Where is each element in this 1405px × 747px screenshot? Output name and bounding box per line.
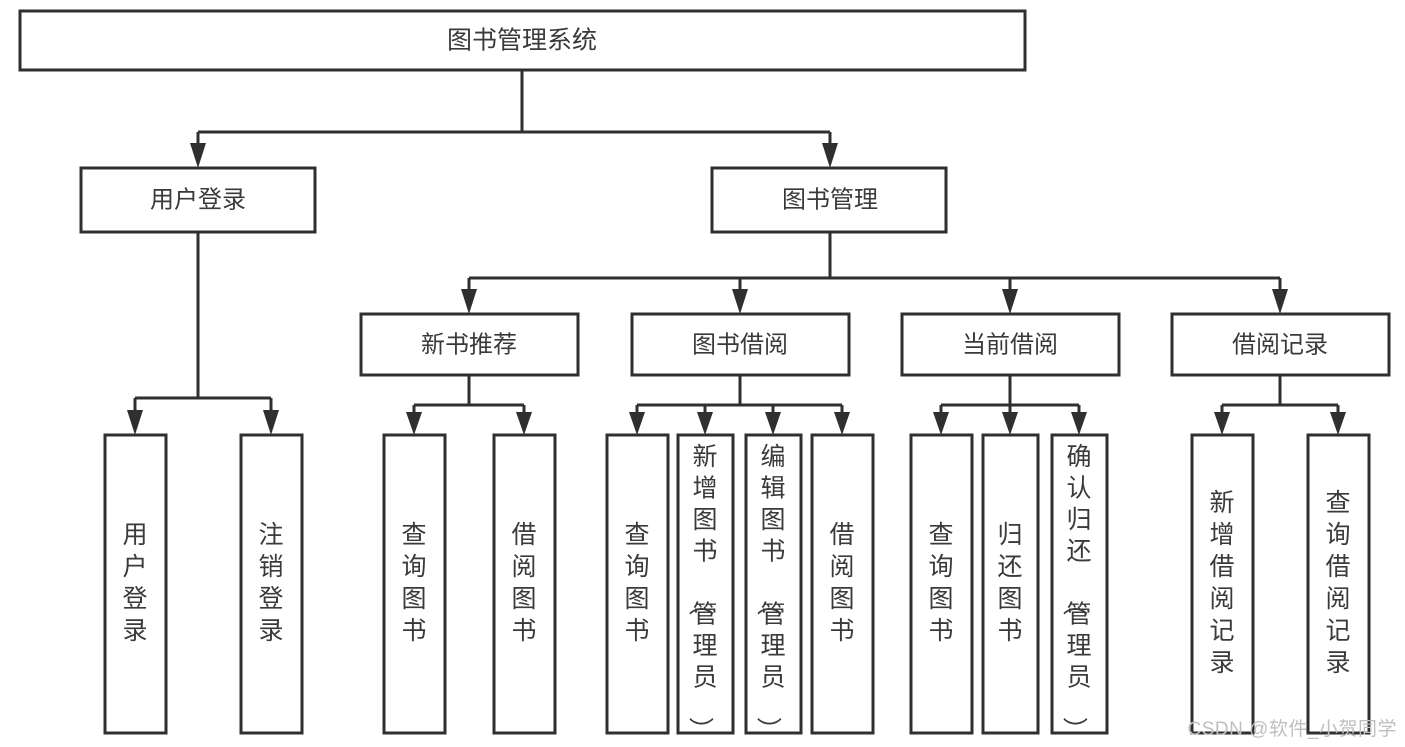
node-new-book-recommend[interactable]: 新书推荐 xyxy=(359,312,580,377)
arrowhead-new-book-recommend xyxy=(461,289,477,314)
arrowhead-bb-query-book xyxy=(629,412,645,435)
node-new-book-recommend-label: 新书推荐 xyxy=(421,331,517,358)
arrowhead-br-query-record xyxy=(1330,412,1346,435)
leaf-user-login-login[interactable]: 用户登录 xyxy=(103,433,168,735)
node-new-book-recommend-box xyxy=(359,312,580,377)
leaf-user-login-logout-label: 注销登录 xyxy=(258,521,283,645)
leaf-current-borrow-confirm-box xyxy=(1050,433,1109,735)
arrowhead-cb-query-book xyxy=(933,412,949,435)
node-borrow-record-label: 借阅记录 xyxy=(1232,331,1328,358)
arrowhead-br-add-record xyxy=(1214,412,1230,435)
leaf-book-borrow-borrow-label: 借阅图书 xyxy=(829,521,854,645)
connectors-current-borrow-to-leaves xyxy=(933,375,1087,435)
leaf-book-borrow-add-box xyxy=(676,433,735,735)
arrowhead-borrow-record xyxy=(1272,289,1288,314)
node-borrow-record-box xyxy=(1170,312,1391,377)
connectors-new-book-to-leaves xyxy=(406,375,532,435)
node-book-management-box xyxy=(710,166,948,234)
leaf-current-borrow-confirm[interactable]: 确认归还（管理员） xyxy=(1050,433,1109,742)
leaf-current-borrow-query[interactable]: 查询图书 xyxy=(909,433,974,735)
node-current-borrow-label: 当前借阅 xyxy=(962,331,1058,358)
leaf-book-borrow-borrow-box xyxy=(810,433,875,735)
node-root-system[interactable]: 图书管理系统 xyxy=(18,9,1027,72)
arrowhead-bb-edit-book xyxy=(765,412,781,435)
leaf-user-login-logout[interactable]: 注销登录 xyxy=(239,433,304,735)
node-book-management[interactable]: 图书管理 xyxy=(710,166,948,234)
leaf-new-book-query-box xyxy=(382,433,447,735)
leaf-new-book-query[interactable]: 查询图书 xyxy=(382,433,447,735)
connectors-borrow-record-to-leaves xyxy=(1214,375,1346,435)
leaf-user-login-login-box xyxy=(103,433,168,735)
arrowhead-current-borrow xyxy=(1002,289,1018,314)
node-borrow-record[interactable]: 借阅记录 xyxy=(1170,312,1391,377)
leaf-borrow-record-query-label: 查询借阅记录 xyxy=(1325,489,1350,677)
arrowhead-cb-return-book xyxy=(1002,412,1018,435)
arrowhead-leaf-user-login xyxy=(127,410,143,435)
leaf-book-borrow-query[interactable]: 查询图书 xyxy=(605,433,670,735)
connectors-user-login-to-leaves xyxy=(127,232,279,435)
node-user-login[interactable]: 用户登录 xyxy=(79,166,317,234)
leaf-current-borrow-query-box xyxy=(909,433,974,735)
node-user-login-label: 用户登录 xyxy=(150,186,246,213)
node-user-login-box xyxy=(79,166,317,234)
leaf-current-borrow-return-box xyxy=(981,433,1040,735)
leaf-user-login-logout-box xyxy=(239,433,304,735)
arrowhead-book-mgmt xyxy=(822,143,838,168)
node-book-borrow-box xyxy=(630,312,851,377)
connectors-book-borrow-to-leaves xyxy=(629,375,850,435)
leaf-book-borrow-add-label: 新增图书（管理员） xyxy=(686,442,717,741)
leaf-borrow-record-add-box xyxy=(1190,433,1255,735)
leaf-book-borrow-edit-label: 编辑图书（管理员） xyxy=(754,442,785,741)
arrowhead-leaf-logout xyxy=(263,410,279,435)
arrowhead-user-login xyxy=(190,143,206,168)
leaf-borrow-record-query-box xyxy=(1306,433,1371,735)
node-current-borrow[interactable]: 当前借阅 xyxy=(900,312,1121,377)
connectors-book-mgmt-to-level3 xyxy=(461,232,1288,314)
arrowhead-bb-add-book xyxy=(697,412,713,435)
node-book-management-label: 图书管理 xyxy=(782,186,878,213)
node-book-borrow-label: 图书借阅 xyxy=(692,331,788,358)
leaf-borrow-record-add-label: 新增借阅记录 xyxy=(1209,489,1234,677)
leaf-book-borrow-query-box xyxy=(605,433,670,735)
leaf-borrow-record-query[interactable]: 查询借阅记录 xyxy=(1306,433,1371,735)
node-book-borrow[interactable]: 图书借阅 xyxy=(630,312,851,377)
leaf-current-borrow-query-label: 查询图书 xyxy=(928,521,953,645)
arrowhead-book-borrow xyxy=(732,289,748,314)
leaf-book-borrow-edit[interactable]: 编辑图书（管理员） xyxy=(744,433,803,742)
node-root-system-label: 图书管理系统 xyxy=(447,27,597,55)
arrowhead-cb-confirm-return xyxy=(1071,412,1087,435)
leaf-book-borrow-query-label: 查询图书 xyxy=(624,521,649,645)
leaf-book-borrow-edit-box xyxy=(744,433,803,735)
arrowhead-nb-query-book xyxy=(406,412,422,435)
node-current-borrow-box xyxy=(900,312,1121,377)
leaf-current-borrow-return[interactable]: 归还图书 xyxy=(981,433,1040,735)
connectors-root-to-level2 xyxy=(190,70,838,168)
leaf-user-login-login-label: 用户登录 xyxy=(122,521,147,645)
leaf-current-borrow-return-label: 归还图书 xyxy=(997,521,1022,645)
leaf-current-borrow-confirm-label: 确认归还（管理员） xyxy=(1060,442,1091,741)
leaf-new-book-borrow-box xyxy=(492,433,557,735)
arrowhead-nb-borrow-book xyxy=(516,412,532,435)
leaf-book-borrow-borrow[interactable]: 借阅图书 xyxy=(810,433,875,735)
leaf-new-book-borrow-label: 借阅图书 xyxy=(511,521,536,645)
node-root-system-box xyxy=(18,9,1027,72)
leaf-borrow-record-add[interactable]: 新增借阅记录 xyxy=(1190,433,1255,735)
leaf-new-book-query-label: 查询图书 xyxy=(401,521,426,645)
arrowhead-bb-borrow-book xyxy=(834,412,850,435)
leaf-book-borrow-add[interactable]: 新增图书（管理员） xyxy=(676,433,735,742)
leaf-new-book-borrow[interactable]: 借阅图书 xyxy=(492,433,557,735)
